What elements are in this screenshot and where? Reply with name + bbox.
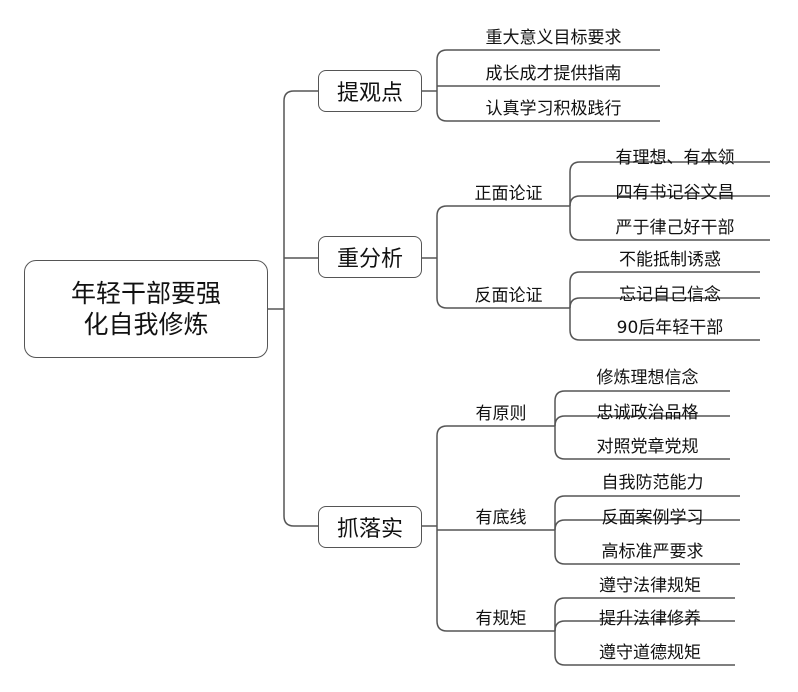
leaf-node[interactable]: 不能抵制诱惑 (619, 249, 721, 270)
leaf-node[interactable]: 认真学习积极践行 (485, 98, 622, 119)
leaf-node[interactable]: 修炼理想信念 (596, 367, 699, 388)
leaf-node[interactable]: 忠诚政治品格 (596, 402, 699, 423)
branch-node-zhualuoshi[interactable]: 抓落实 (318, 506, 422, 548)
sub-node-youguiju[interactable]: 有规矩 (475, 608, 527, 629)
sub-node-fanmian[interactable]: 反面论证 (474, 285, 543, 306)
leaf-node[interactable]: 成长成才提供指南 (485, 63, 622, 84)
leaf-node[interactable]: 重大意义目标要求 (485, 27, 622, 48)
leaf-node[interactable]: 反面案例学习 (601, 507, 704, 528)
branch-node-tiguandian[interactable]: 提观点 (318, 70, 422, 112)
leaf-node[interactable]: 90后年轻干部 (616, 317, 724, 338)
leaf-node[interactable]: 遵守道德规矩 (599, 642, 701, 663)
sub-node-youyuanze[interactable]: 有原则 (475, 403, 527, 424)
leaf-node[interactable]: 自我防范能力 (601, 472, 704, 493)
root-node[interactable]: 年轻干部要强 化自我修炼 (24, 260, 268, 358)
leaf-node[interactable]: 高标准严要求 (601, 541, 704, 562)
sub-node-zhengmian[interactable]: 正面论证 (474, 183, 543, 204)
leaf-node[interactable]: 对照党章党规 (596, 436, 699, 457)
leaf-node[interactable]: 遵守法律规矩 (599, 575, 701, 596)
leaf-node[interactable]: 忘记自己信念 (619, 284, 721, 305)
leaf-node[interactable]: 提升法律修养 (599, 608, 701, 629)
leaf-node[interactable]: 四有书记谷文昌 (615, 182, 735, 203)
leaf-node[interactable]: 严于律己好干部 (615, 217, 735, 238)
leaf-node[interactable]: 有理想、有本领 (615, 147, 735, 168)
sub-node-youdixian[interactable]: 有底线 (475, 507, 527, 528)
branch-node-zhongfenxi[interactable]: 重分析 (318, 236, 422, 278)
